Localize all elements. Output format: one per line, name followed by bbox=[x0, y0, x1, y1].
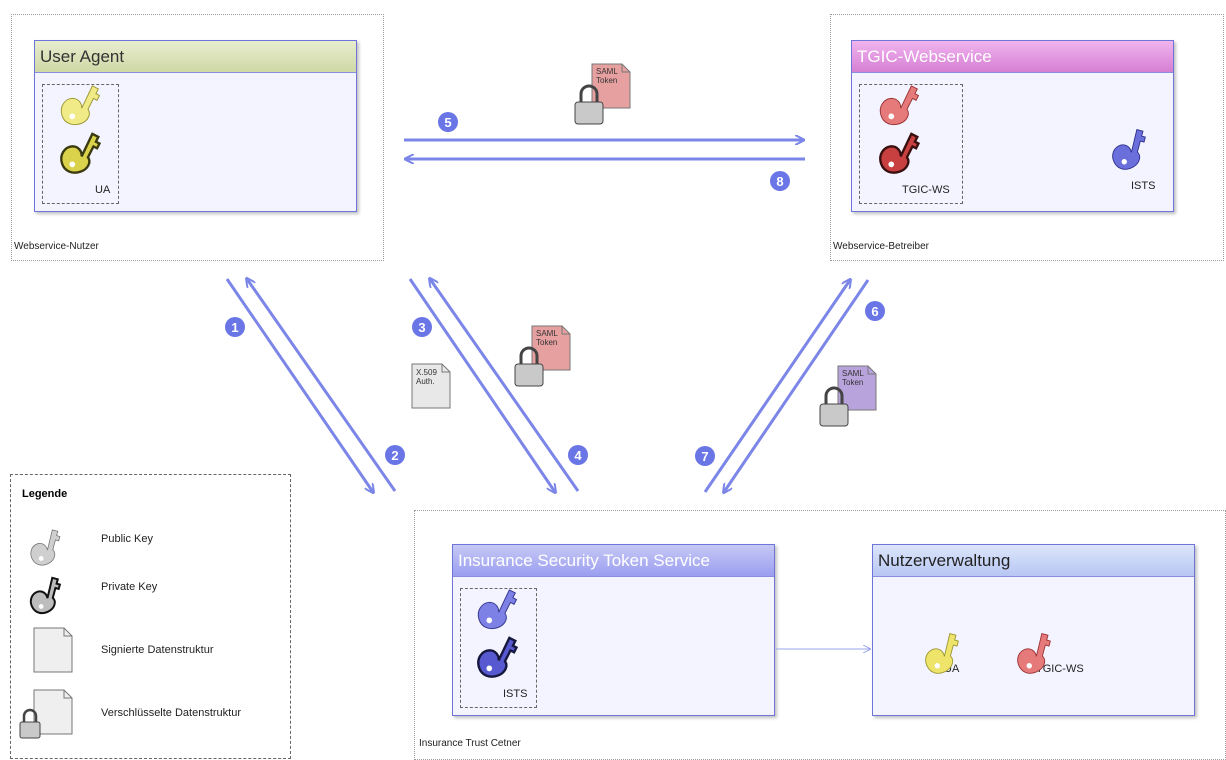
ua-key-label: UA bbox=[95, 184, 111, 196]
step-8-circle bbox=[770, 171, 790, 191]
arrow-step-7 bbox=[703, 280, 850, 493]
legend-title: Legende bbox=[22, 488, 68, 500]
insurance-trust-center-label: Insurance Trust Cetner bbox=[419, 738, 521, 749]
nutzerverwaltung-title: Nutzerverwaltung bbox=[873, 545, 1194, 577]
legend-private-key: Private Key bbox=[101, 581, 158, 593]
tgic-key-label: TGIC-WS bbox=[902, 184, 950, 196]
tgic-keybox bbox=[859, 84, 963, 204]
arrow-step-4 bbox=[430, 279, 580, 492]
tgic-webservice-title: TGIC-Webservice bbox=[852, 41, 1173, 73]
ua-public-key-icon bbox=[55, 83, 108, 129]
webservice-nutzer-label: Webservice-Nutzer bbox=[14, 241, 99, 252]
tgic-ists-key-label: ISTS bbox=[1131, 180, 1156, 192]
nutzer-tgic-key-icon bbox=[1010, 630, 1062, 679]
legend-encrypted-structure: Verschlüsselte Datenstruktur bbox=[101, 707, 242, 719]
arrow-step-1 bbox=[225, 278, 373, 492]
saml-token-label-top: SAML Token bbox=[596, 67, 618, 85]
ists-key-label: ISTS bbox=[503, 688, 528, 700]
step-2-label: 2 bbox=[391, 448, 398, 463]
step-7-circle bbox=[695, 446, 715, 466]
ists-keybox bbox=[460, 588, 537, 708]
step-6-circle bbox=[865, 301, 885, 321]
arrow-step-3 bbox=[408, 278, 555, 492]
arrow-step-2 bbox=[247, 279, 397, 492]
step-5-label: 5 bbox=[444, 115, 451, 130]
step-8-label: 8 bbox=[776, 174, 783, 189]
webservice-betreiber-container bbox=[830, 14, 1224, 261]
legend-signed-doc-icon bbox=[33, 627, 73, 673]
user-agent-box: User Agent bbox=[34, 40, 357, 212]
step-1-label: 1 bbox=[231, 320, 238, 335]
step-4-circle bbox=[568, 445, 588, 465]
ua-private-key-icon bbox=[55, 131, 109, 178]
saml-token-label-middle: SAML Token bbox=[536, 329, 558, 347]
step-circles bbox=[225, 112, 885, 466]
lock-icon-right bbox=[819, 386, 849, 427]
legend-public-key: Public Key bbox=[101, 533, 153, 545]
nutzer-tgic-key-label: TGIC-WS bbox=[1036, 663, 1084, 675]
nutzerverwaltung-box: Nutzerverwaltung bbox=[872, 544, 1195, 716]
legend-private-key-icon bbox=[23, 574, 71, 619]
lock-icon-top bbox=[574, 84, 604, 125]
legend-lock-icon bbox=[19, 708, 41, 739]
step-6-label: 6 bbox=[871, 304, 878, 319]
step-3-circle bbox=[412, 317, 432, 337]
step-4-label: 4 bbox=[574, 448, 582, 463]
user-agent-title: User Agent bbox=[35, 41, 356, 73]
ists-private-key-icon bbox=[472, 635, 526, 682]
webservice-nutzer-container bbox=[11, 14, 384, 261]
step-5-circle bbox=[438, 112, 458, 132]
saml-token-label-right: SAML Token bbox=[842, 369, 864, 387]
step-3-label: 3 bbox=[418, 320, 425, 335]
tgic-private-key-icon bbox=[874, 131, 928, 178]
lock-icon-middle bbox=[514, 346, 544, 387]
tgic-ists-public-key-icon bbox=[1105, 126, 1157, 175]
tgic-public-key-icon bbox=[874, 83, 927, 129]
user-agent-keybox bbox=[42, 84, 119, 204]
legend-public-key-icon bbox=[24, 527, 70, 570]
step-2-circle bbox=[385, 445, 405, 465]
webservice-betreiber-label: Webservice-Betreiber bbox=[833, 241, 929, 252]
nutzer-ua-key-icon bbox=[918, 630, 970, 679]
ists-box: Insurance Security Token Service bbox=[452, 544, 775, 716]
step-7-label: 7 bbox=[701, 449, 708, 464]
ists-title: Insurance Security Token Service bbox=[453, 545, 774, 577]
step-1-circle bbox=[225, 317, 245, 337]
x509-auth-label: X.509 Auth. bbox=[416, 368, 437, 386]
arrow-step-6 bbox=[724, 279, 870, 492]
ists-public-key-icon bbox=[472, 587, 525, 633]
legend-signed-structure: Signierte Datenstruktur bbox=[101, 644, 214, 656]
tgic-webservice-box: TGIC-Webservice bbox=[851, 40, 1174, 212]
